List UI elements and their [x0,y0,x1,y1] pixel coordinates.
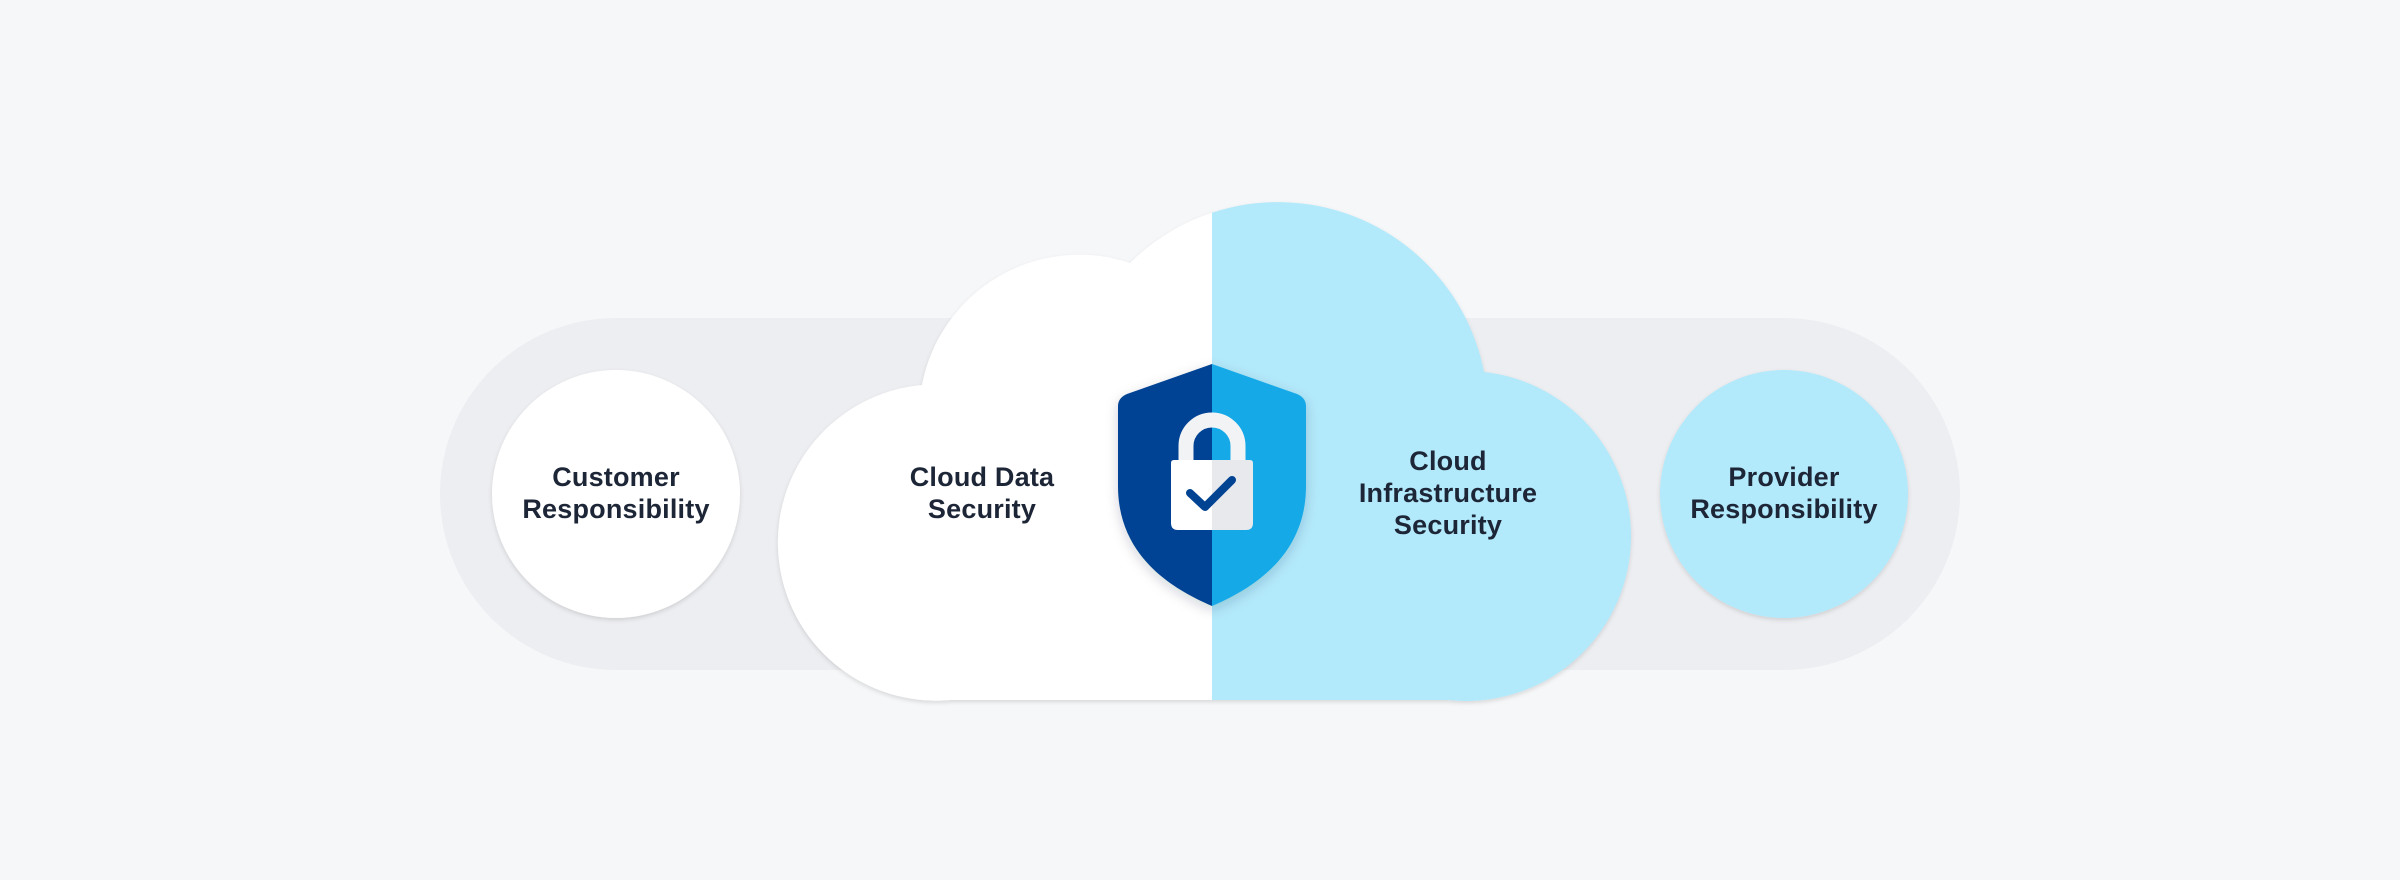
cloud-infrastructure-security-label: Cloud Infrastructure Security [1358,446,1538,540]
customer-responsibility-circle [492,370,740,618]
provider-responsibility-label: Provider Responsibility [1690,462,1878,524]
lock-icon [1171,412,1253,530]
check-icon [1186,476,1236,511]
cloud-data-security-label: Cloud Data Security [909,462,1055,524]
customer-responsibility-label: Customer Responsibility [522,462,710,524]
provider-responsibility-circle [1660,370,1908,618]
